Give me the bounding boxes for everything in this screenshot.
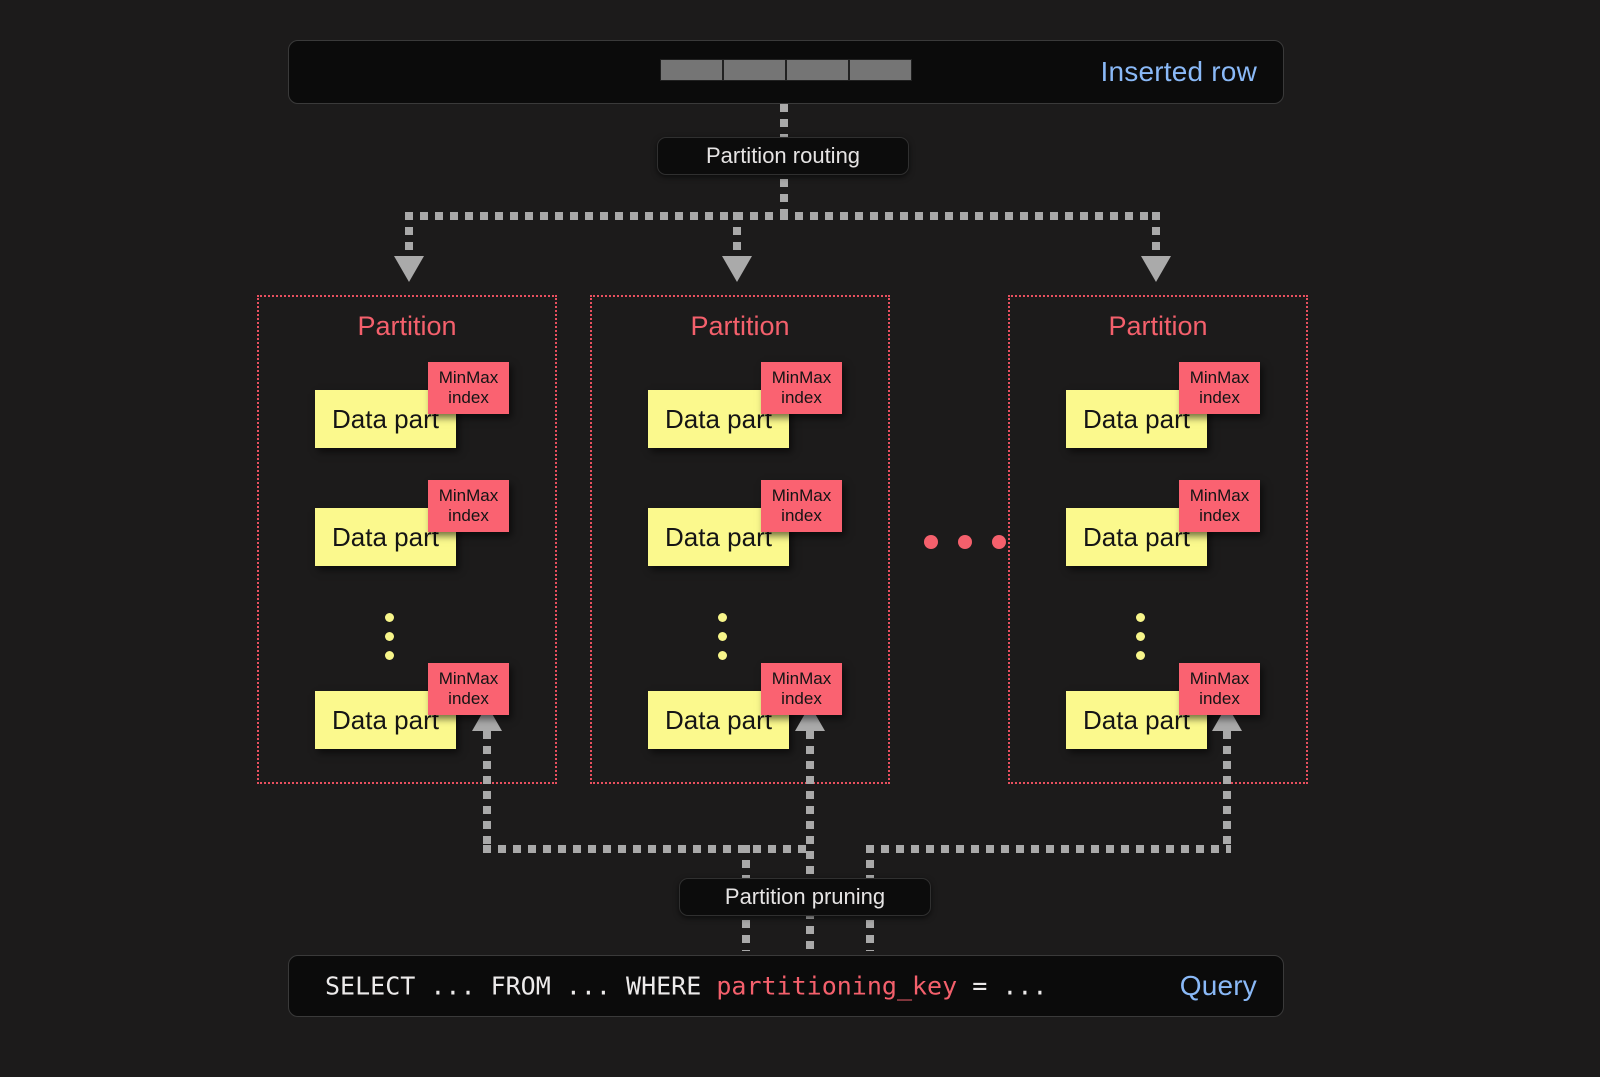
connector-pruning-bus-left [483,845,806,853]
ellipsis-dot [385,651,394,660]
partition-title: Partition [690,311,790,341]
ellipsis-dot [924,535,938,549]
sql-statement: SELECT ... FROM ... WHERE partitioning_k… [325,972,1047,1001]
arrow-down-icon [394,256,424,282]
minmax-index-line2: index [448,506,489,525]
ellipsis-dot [385,613,394,622]
minmax-index-line1: MinMax [438,486,499,505]
inserted-row-cells [660,59,912,81]
minmax-index-line2: index [781,506,822,525]
connector-pruning-stem-2 [806,731,814,951]
data-part-box: Data part [648,691,789,749]
ellipsis-dot [718,651,727,660]
arrow-down-icon [1141,256,1171,282]
ellipsis-dot [1136,613,1145,622]
ellipsis-dot [1136,632,1145,641]
arrow-down-icon [722,256,752,282]
partition-ellipsis [924,535,1006,549]
sql-prefix: SELECT ... FROM ... WHERE [325,971,717,1001]
sql-suffix: = ... [957,971,1048,1001]
partition-routing-box: Partition routing [657,137,909,175]
connector-pruning-stem-3 [1223,731,1231,848]
inserted-row-label: Inserted row [1100,56,1257,87]
query-bar: SELECT ... FROM ... WHERE partitioning_k… [288,955,1284,1017]
minmax-index-line2: index [448,388,489,407]
sql-partitioning-key: partitioning_key [716,971,958,1001]
row-cell [660,59,723,81]
minmax-index-line1: MinMax [438,669,499,688]
partition-title: Partition [357,311,457,341]
minmax-index-line2: index [781,388,822,407]
ellipsis-dot [958,535,972,549]
minmax-index-line1: MinMax [1189,368,1250,387]
ellipsis-dot [992,535,1006,549]
minmax-index-line1: MinMax [1189,669,1250,688]
row-cell [849,59,912,81]
connector-routing-drop-2 [733,212,741,260]
ellipsis-dot [1136,651,1145,660]
connector-routing-bus [405,212,1160,220]
query-label: Query [1179,970,1257,1001]
partition-pruning-box: Partition pruning [679,878,931,916]
partition-pruning-label: Partition pruning [724,884,886,909]
row-cell [723,59,786,81]
partition-routing-label: Partition routing [705,143,861,168]
partition-title: Partition [1108,311,1208,341]
data-part-ellipsis [385,613,394,660]
minmax-index-line1: MinMax [771,669,832,688]
connector-routing-drop-3 [1152,212,1160,260]
ellipsis-dot [718,632,727,641]
minmax-index-line2: index [448,689,489,708]
minmax-index-line2: index [1199,388,1240,407]
data-part-ellipsis [1136,613,1145,660]
row-cell [786,59,849,81]
connector-pruning-stem-1 [483,731,491,848]
connector-routing-drop-1 [405,212,413,260]
minmax-index-line2: index [1199,506,1240,525]
ellipsis-dot [718,613,727,622]
minmax-index-line1: MinMax [438,368,499,387]
data-part-ellipsis [718,613,727,660]
minmax-index-line2: index [781,689,822,708]
minmax-index-line1: MinMax [1189,486,1250,505]
connector-pruning-bus-right [866,845,1231,853]
minmax-index-line2: index [1199,689,1240,708]
inserted-row-bar: Inserted row [288,40,1284,104]
minmax-index-line1: MinMax [771,368,832,387]
minmax-index-line1: MinMax [771,486,832,505]
ellipsis-dot [385,632,394,641]
